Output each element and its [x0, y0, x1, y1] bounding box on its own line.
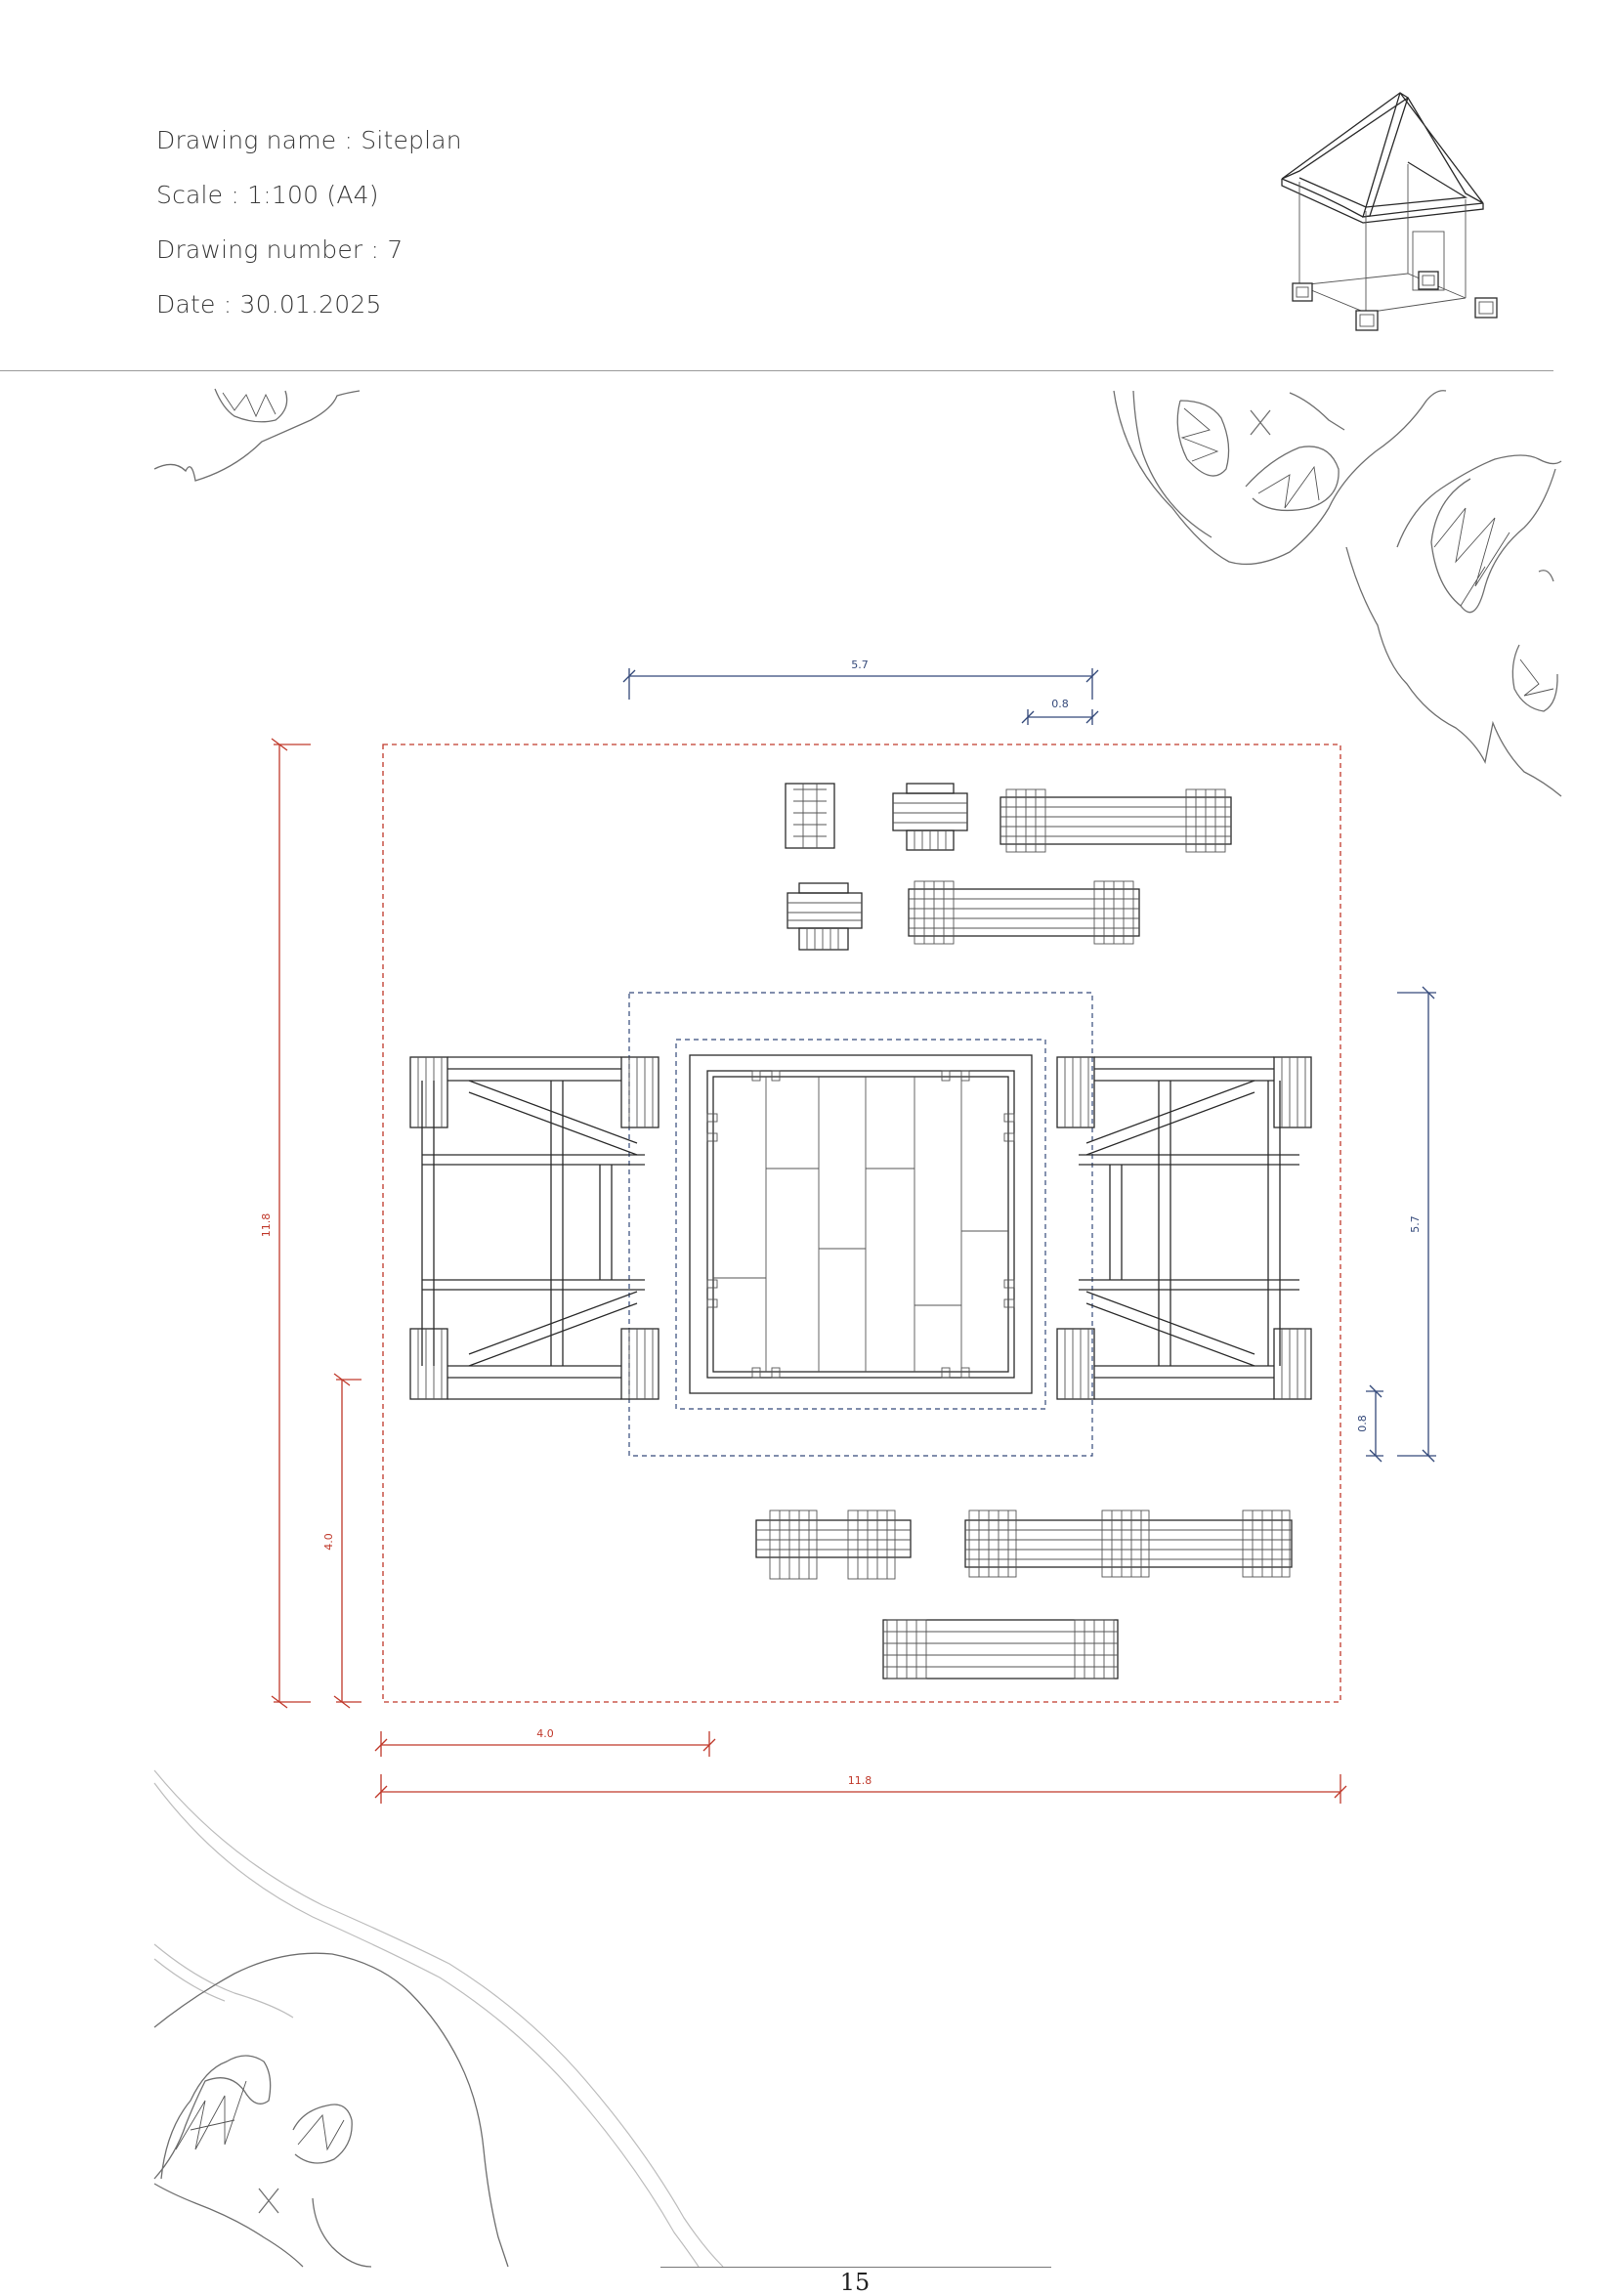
header-divider: [0, 370, 1553, 371]
landscape-contour-top-right: [1113, 390, 1562, 797]
pavilion-perspective-icon: [1281, 92, 1498, 331]
dimension-site-height-label: 11.8: [260, 1213, 273, 1238]
left-frame-module: [409, 1056, 659, 1400]
drawing-scale: Scale : 1:100 (A4): [156, 181, 379, 209]
dimension-site-width-label: 11.8: [848, 1774, 872, 1787]
drawing-name: Drawing name : Siteplan: [156, 126, 462, 154]
dimension-left-offset-horizontal: [374, 1731, 716, 1757]
title-block: Drawing name : Siteplan Scale : 1:100 (A…: [156, 121, 462, 340]
timber-stack-bottom-medium: [755, 1509, 912, 1580]
dimension-left-offset-vertical-label: 4.0: [322, 1533, 335, 1551]
dimension-site-width: [374, 1774, 1347, 1804]
dimension-platform-width: [622, 668, 1099, 700]
timber-stack-top-small-1: [785, 783, 835, 849]
dimension-platform-width-label: 5.7: [851, 659, 869, 671]
site-boundary: [382, 744, 1341, 1703]
landscape-contour-bottom-left: [153, 1769, 724, 2268]
dimension-top-gap-label: 0.8: [1051, 698, 1069, 710]
drawing-number: Drawing number : 7: [156, 235, 404, 264]
timber-stack-bottom-long-2: [882, 1619, 1119, 1679]
timber-stack-top-long-1: [999, 788, 1232, 853]
dimension-site-height: [271, 738, 311, 1709]
dimension-left-offset-vertical: [333, 1373, 361, 1709]
dimension-platform-height: [1397, 986, 1436, 1463]
timber-stack-top-small-3: [787, 882, 863, 951]
dimension-right-gap-label: 0.8: [1356, 1415, 1369, 1432]
dimension-platform-height-label: 5.7: [1409, 1215, 1422, 1233]
landscape-contour-top-left: [153, 388, 361, 482]
dimension-right-gap: [1366, 1384, 1383, 1463]
right-frame-module: [1056, 1056, 1312, 1400]
timber-stack-top-small-2: [892, 783, 968, 851]
footer-divider: [660, 2267, 1051, 2268]
timber-stack-bottom-long-1: [964, 1509, 1293, 1578]
dimension-left-offset-horizontal-label: 4.0: [536, 1727, 554, 1740]
timber-stack-top-long-2: [908, 880, 1140, 945]
central-platform: [628, 992, 1093, 1457]
page-number: 15: [839, 2269, 871, 2296]
drawing-date: Date : 30.01.2025: [156, 290, 382, 319]
dimension-top-gap: [1021, 709, 1099, 725]
